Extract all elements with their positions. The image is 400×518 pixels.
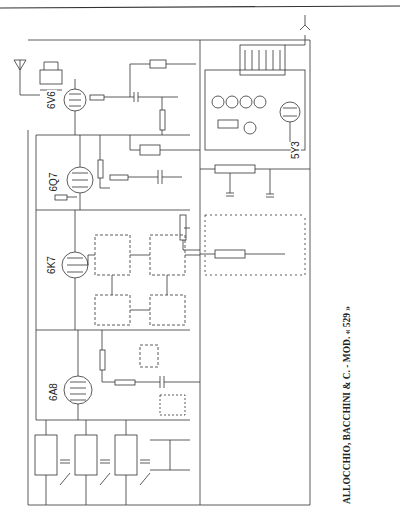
schematic-title: ALLOCCHIO, BACCHINI & C. - MOD. « 529 » — [342, 305, 352, 505]
tube-label: 6A8 — [49, 382, 59, 402]
tube-label: 6K7 — [47, 255, 57, 275]
tube-label: 6Q7 — [49, 172, 59, 193]
tube-label: 5Y3 — [291, 140, 301, 160]
tube-label: 6V6 — [47, 90, 57, 110]
